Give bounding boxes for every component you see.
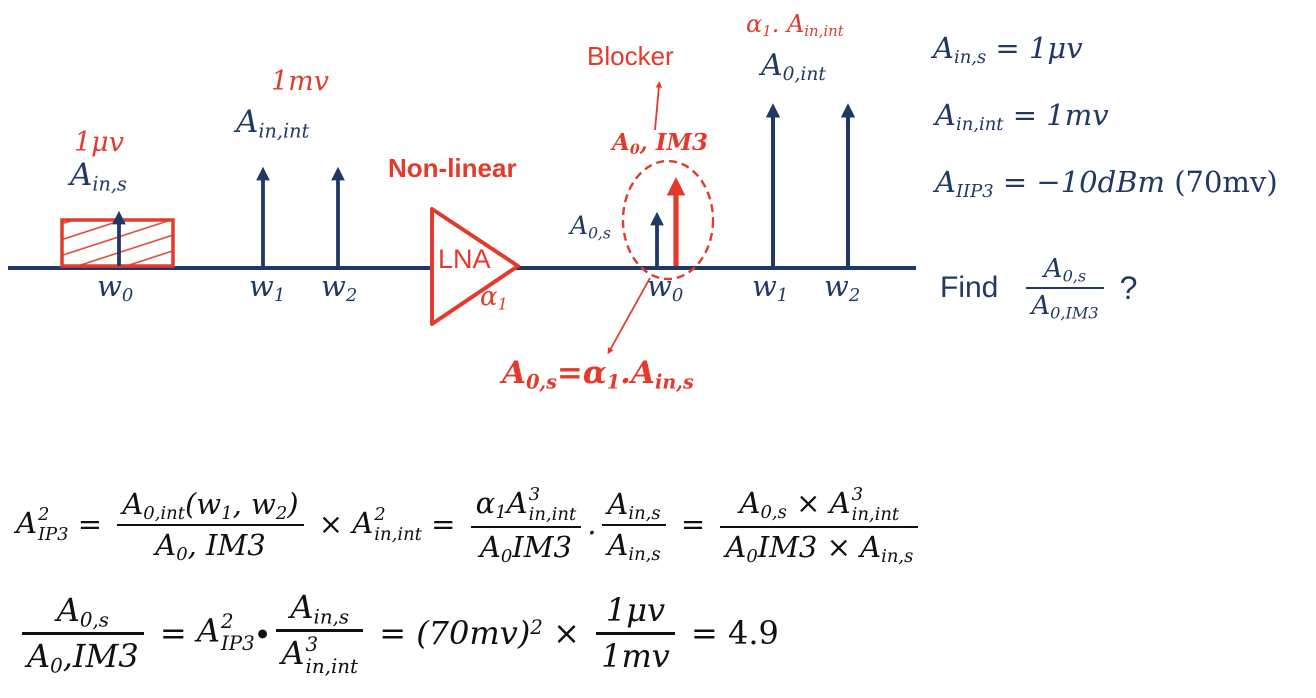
find-label: Find xyxy=(940,271,999,304)
output-interferer-name-label: A0,int xyxy=(761,48,826,86)
nonlinear-caption: Non-linear xyxy=(388,153,517,183)
input-signal-amplitude-label: 1μv xyxy=(74,127,124,158)
given-ainint-value: Ain,int = 1mv xyxy=(935,98,1109,136)
input-axis-tick-w0: w0 xyxy=(97,269,134,307)
lna-gain-alpha1-label: α1 xyxy=(480,282,508,314)
output-axis-tick-w2: w2 xyxy=(824,269,861,307)
output-interferer-gain-label: α1. Ain,int xyxy=(746,10,844,41)
lna-label: LNA xyxy=(438,244,491,274)
input-axis-tick-w1: w1 xyxy=(249,269,286,307)
output-axis-tick-w0: w0 xyxy=(647,269,684,307)
output-axis-tick-w1: w1 xyxy=(752,269,789,307)
input-interferer-name-label: Ain,int xyxy=(236,104,310,143)
given-aiip3-value: AIIP3 = −10dBm (70mv) xyxy=(935,165,1278,203)
lna-amplifier-triangle xyxy=(430,207,520,326)
blocker-pointer-arrow xyxy=(654,81,663,131)
question-mark: ? xyxy=(1119,269,1138,306)
output-signal-name-label: A0,s xyxy=(570,211,611,243)
given-ains-value: Ain,s = 1μv xyxy=(933,31,1083,69)
im3-product-name-label: A0, IM3 xyxy=(612,129,709,158)
output-signal-identity-equation: A0,s=α1.Ain,s xyxy=(502,355,694,394)
spectrum-diagram-graphics xyxy=(8,81,916,355)
input-axis-tick-w2: w2 xyxy=(321,269,358,307)
blocker-caption: Blocker xyxy=(587,41,674,71)
identity-pointer-arrow xyxy=(607,277,651,355)
input-interferer-amplitude-label: 1mv xyxy=(271,66,330,97)
input-signal-name-label: Ain,s xyxy=(70,157,127,196)
im3-dashed-ellipse xyxy=(621,159,715,281)
